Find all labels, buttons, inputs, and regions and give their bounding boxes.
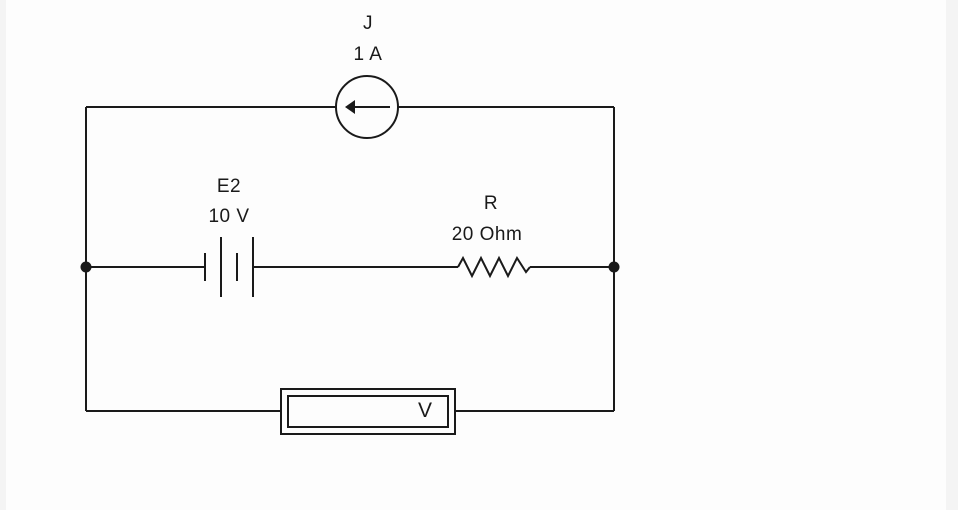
voltmeter-display xyxy=(287,395,449,428)
resistor-symbol xyxy=(457,255,531,279)
resistor-name: R xyxy=(483,193,499,214)
current-source-value: 1 A xyxy=(353,44,383,65)
battery-name: E2 xyxy=(216,176,242,197)
junction-node-right xyxy=(608,261,620,273)
current-source-name: J xyxy=(363,13,373,34)
voltmeter-outer-frame xyxy=(280,388,456,435)
current-source-arrow-head xyxy=(345,100,355,114)
voltmeter-symbol: V xyxy=(418,399,433,422)
junction-node-left xyxy=(80,261,92,273)
battery-value: 10 V xyxy=(208,206,250,227)
current-source-symbol xyxy=(335,75,399,139)
diagram-panel xyxy=(6,0,946,510)
resistor-value: 20 Ohm xyxy=(451,224,523,245)
